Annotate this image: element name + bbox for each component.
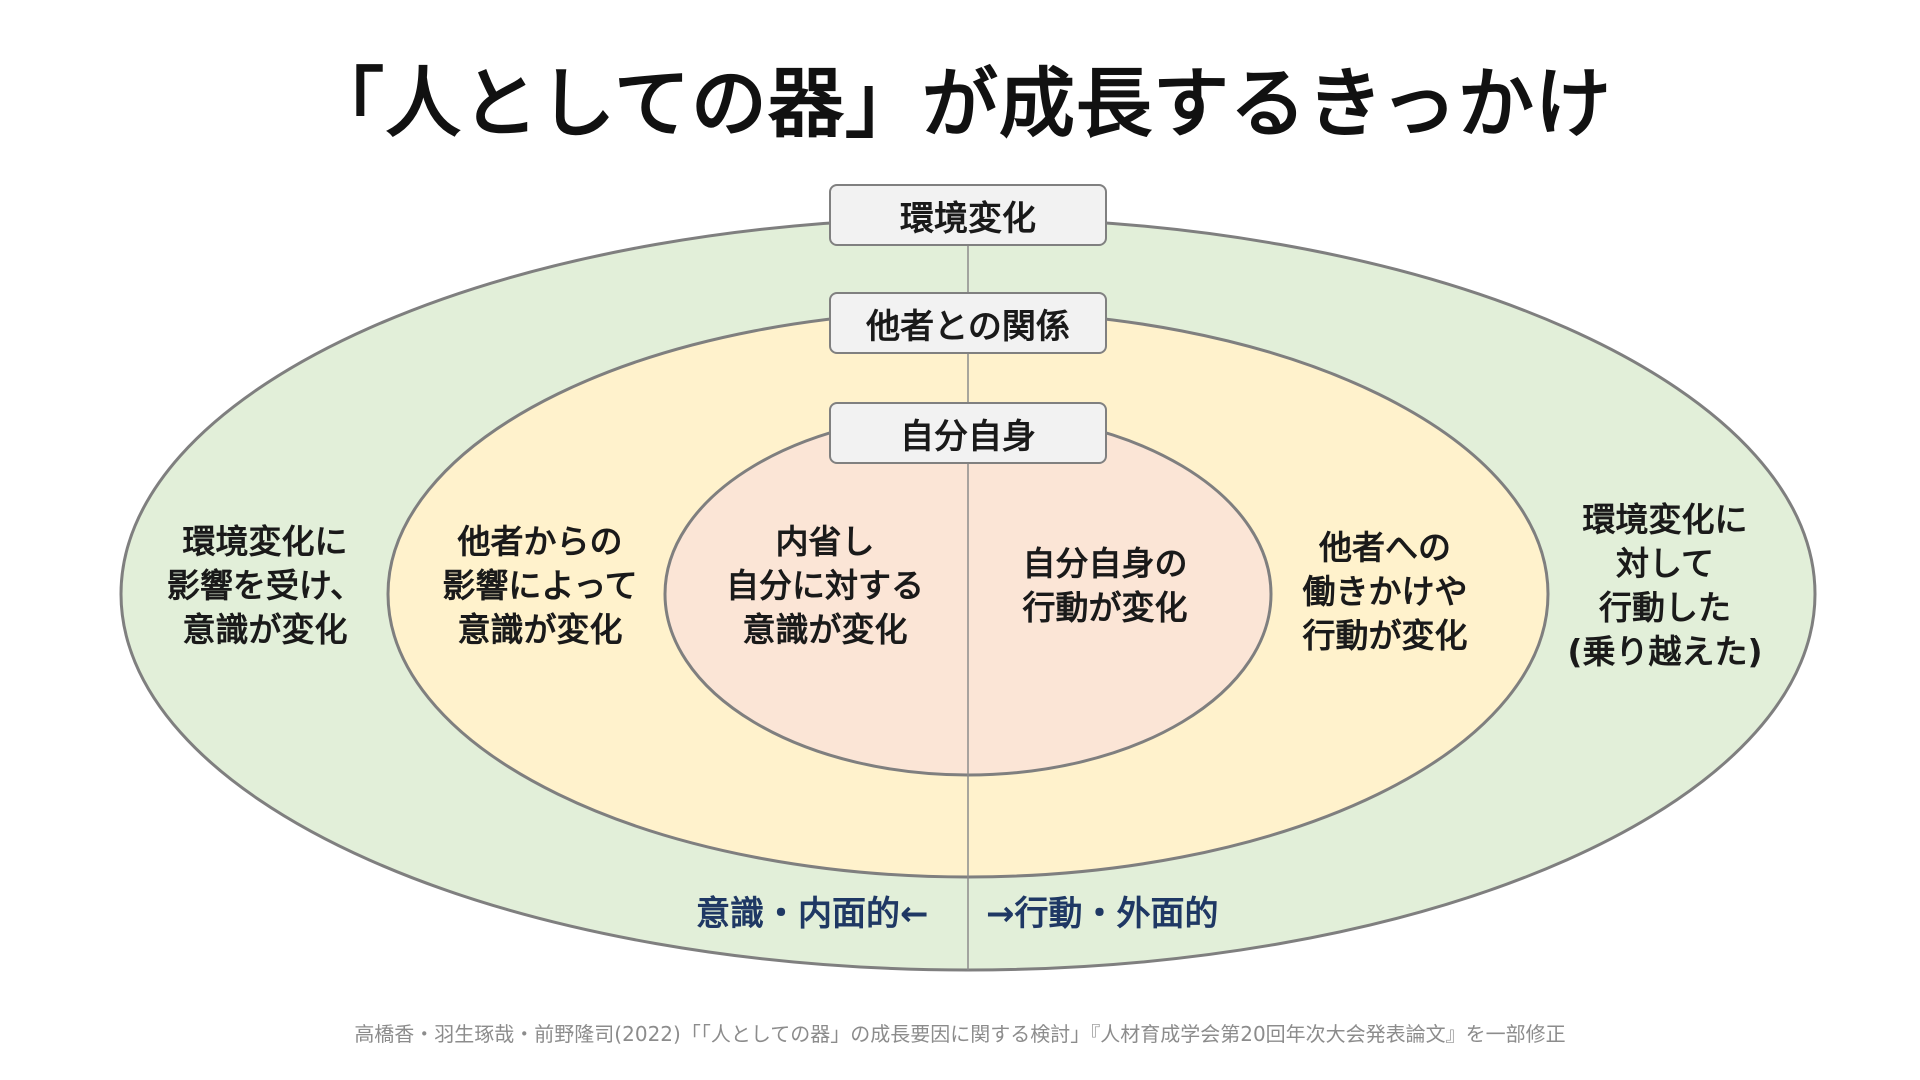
page-title: 「人としての器」が成長するきっかけ: [308, 59, 1612, 148]
axis-label-outer-action: →行動・外面的: [986, 894, 1219, 934]
label-relationship-with-others: 他者との関係: [829, 292, 1107, 354]
zone-inner-left-text: 内省し 自分に対する 意識が変化: [726, 522, 924, 649]
zone-outer-right-text: 環境変化に 対して 行動した (乗り越えた): [1567, 500, 1763, 671]
axis-label-inner-awareness: 意識・内面的←: [696, 894, 929, 934]
zone-middle-left-text: 他者からの 影響によって 意識が変化: [442, 522, 638, 649]
citation-text: 高橋香・羽生琢哉・前野隆司(2022)「「人としての器」の成長要因に関する検討」…: [354, 1022, 1566, 1046]
zone-middle-right-text: 他者への 働きかけや 行動が変化: [1302, 528, 1468, 655]
zone-inner-right-text: 自分自身の 行動が変化: [1022, 544, 1188, 627]
label-oneself: 自分自身: [829, 402, 1107, 464]
label-environment-change: 環境変化: [829, 184, 1107, 246]
zone-outer-left-text: 環境変化に 影響を受け、 意識が変化: [166, 522, 364, 649]
